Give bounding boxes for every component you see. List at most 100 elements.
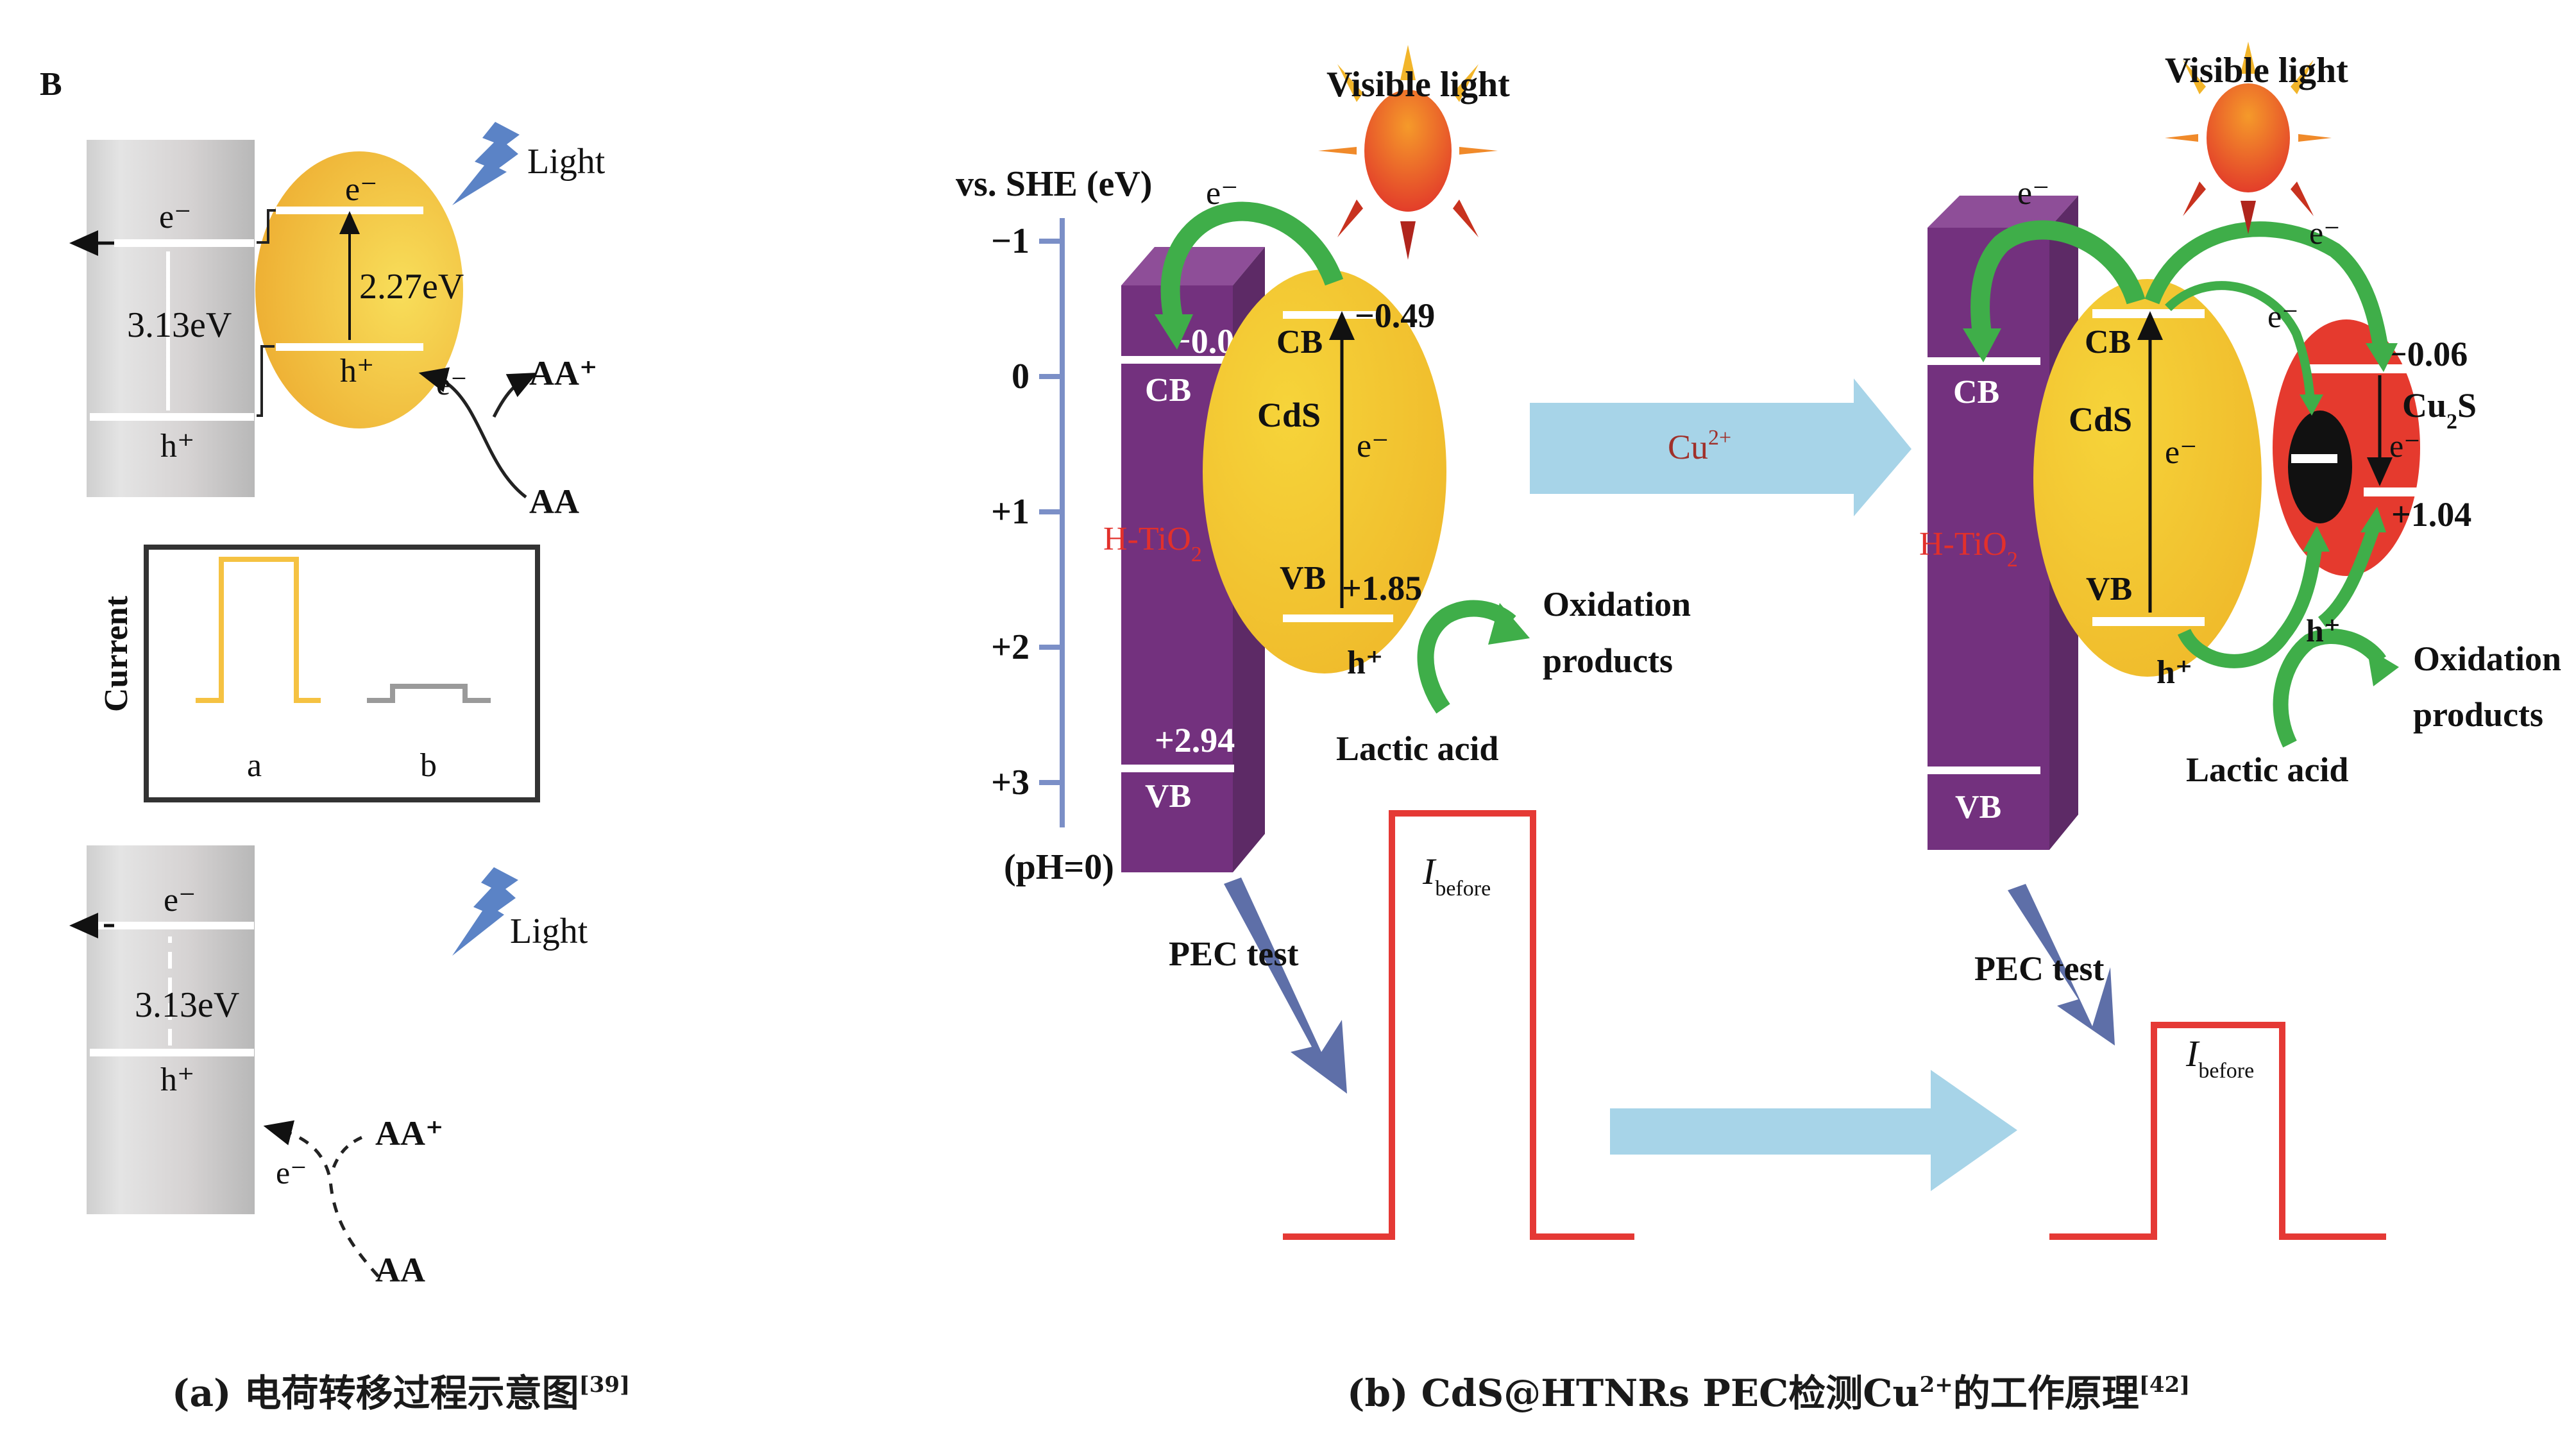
cds-cb-label: CB [1276, 324, 1323, 360]
redox-electron-arrow-dashed [263, 1120, 380, 1278]
curve-a-photocurrent [196, 557, 321, 703]
light-bolt-icon-bottom [452, 867, 518, 956]
cu2s-electron-label: e⁻ [2389, 428, 2421, 464]
cds-particle-after [2033, 279, 2262, 677]
pec-test-label: PEC test [1169, 935, 1298, 973]
tio2-gap-label: 3.13eV [127, 305, 232, 345]
current-trace-before [1283, 810, 1634, 1240]
caption-a: (a) 电荷转移过程示意图[39] [172, 1371, 630, 1415]
curve-a-label: a [247, 747, 262, 784]
cu2s-defect-core [2288, 411, 2352, 523]
tio2-label-main-after: H-TiO [1919, 526, 2007, 563]
pec-test-arrow [1224, 877, 1347, 1094]
tio2-vb-level-after [1928, 767, 2040, 774]
current-plot: Current a b [98, 545, 540, 802]
oxidation-label-line2-after: products [2413, 695, 2543, 734]
cu-addition-arrow[interactable] [1530, 378, 1911, 516]
panel-a: B e⁻ 3.13eV h⁺ e⁻ 2.27eV h⁺ Light e⁻ [40, 66, 630, 1415]
cds-material-label-after: CdS [2069, 400, 2132, 439]
cu2s-hole-label: h⁺ [2306, 613, 2341, 648]
energy-axis-tick-label: 0 [1012, 357, 1030, 396]
energy-axis-footnote: (pH=0) [1004, 847, 1114, 887]
current-trace-after [2049, 1022, 2386, 1240]
cds-hole-label: h⁺ [340, 353, 374, 389]
light-label-bottom: Light [510, 911, 588, 951]
caption-b-text-after: 的工作原理 [1953, 1371, 2139, 1415]
tio2-cb-level [114, 239, 254, 247]
cu2s-label-sub: 2 [2446, 410, 2457, 434]
caption-b-text: (b) CdS@HTNRs PEC检测Cu [1347, 1371, 1920, 1415]
current-after-label: Ibefore [2185, 1033, 2254, 1083]
cu2s-vb-level [2364, 487, 2423, 496]
cds-vb-level [1283, 614, 1393, 622]
cds-vb-level-after [2092, 617, 2205, 626]
panel-b: vs. SHE (eV) −10+1+2+3 (pH=0) CB −0.09 +… [956, 42, 2561, 1415]
lactic-acid-label-after: Lactic acid [2186, 750, 2348, 789]
redox-electron-arrow [418, 367, 527, 498]
hole-transfer-arrow-cu2s [2318, 527, 2380, 627]
cds-particle [255, 151, 463, 428]
oxidation-arrowhead [1488, 603, 1530, 645]
scene-after-cu: CB VB H-TiO2 CB CdS e⁻ VB h⁺ −0.06 Cu2S … [1919, 42, 2561, 1240]
cds-vb-value: +1.85 [1342, 569, 1422, 607]
tio2-hole-label-bare: h⁺ [160, 1062, 194, 1098]
cds-hole-label-after: h⁺ [2157, 654, 2192, 691]
cds-vb-label: VB [1280, 560, 1326, 597]
lactic-acid-oxidation-arrowhead [2367, 648, 2399, 686]
caption-b-ref: [42] [2139, 1372, 2190, 1398]
tio2-block-top [1121, 247, 1265, 285]
cds-cb-value: −0.49 [1355, 296, 1435, 335]
tio2-block-top-after [1928, 196, 2078, 228]
visible-light-label-after: Visible light [2165, 51, 2348, 90]
electron-transfer-arrow-cds-tio2 [1970, 220, 2146, 335]
tio2-label-sub-after: 2 [2007, 548, 2018, 572]
cu-label-main: Cu [1668, 428, 1708, 466]
reduced-species-label-bottom: AA [375, 1251, 425, 1289]
pec-test-label-after: PEC test [1974, 949, 2104, 988]
cds-cb-label-after: CB [2085, 324, 2131, 360]
electron-transfer-arrowhead-cds-cu2s-outer [2366, 343, 2398, 372]
light-label: Light [527, 142, 606, 182]
hole-transfer-arrow-cds [2177, 544, 2323, 668]
sun-icon-after [2165, 42, 2332, 234]
cu-label-sup: 2+ [1708, 426, 1731, 450]
tio2-vb-level [1121, 765, 1234, 772]
tio2-cb-level [1121, 356, 1234, 364]
cds-cb-level [276, 207, 423, 214]
tio2-cb-label: CB [1145, 372, 1191, 409]
energy-axis: vs. SHE (eV) −10+1+2+3 (pH=0) [956, 164, 1152, 887]
current-plot-frame [144, 545, 540, 802]
cu-addition-label: Cu2+ [1668, 426, 1731, 466]
tio2-label-sub: 2 [1191, 543, 1202, 566]
panel-letter: B [40, 66, 62, 103]
caption-a-text: (a) 电荷转移过程示意图 [172, 1371, 579, 1415]
tio2-electron-label-bare: e⁻ [164, 882, 196, 919]
current-subscript-after: before [2198, 1059, 2254, 1083]
electron-transfer-arrow-cds-cu2s-inner [2165, 281, 2315, 402]
cu2s-material-label: Cu2S [2402, 386, 2477, 434]
sun-icon [1318, 45, 1498, 260]
cds-to-tio2-electron-path [257, 209, 276, 244]
tio2-nanorod [87, 140, 255, 497]
tio2-hole-label: h⁺ [160, 428, 194, 464]
tio2-vb-level-bare [90, 1049, 254, 1056]
visible-light-label: Visible light [1326, 65, 1510, 105]
tio2-cb-level-bare [90, 922, 254, 929]
electron-transfer-arrowhead [1155, 314, 1193, 350]
tio2-vb-label-after: VB [1955, 789, 2001, 826]
tio2-material-label-after: H-TiO2 [1919, 526, 2018, 572]
oxidation-label-line1-after: Oxidation [2413, 640, 2561, 678]
energy-axis-tick-label: +3 [991, 763, 1030, 802]
caption-a-ref: [39] [579, 1372, 631, 1398]
cds-cb-level-after [2092, 309, 2205, 318]
current-symbol-after: I [2185, 1033, 2200, 1074]
caption-b-sup: 2+ [1920, 1372, 1953, 1398]
aa-oxidation-branch [492, 373, 538, 418]
redox-electron-label-bottom: e⁻ [276, 1155, 307, 1190]
current-comparison-arrow [1610, 1070, 2017, 1191]
cds-material-label: CdS [1257, 396, 1321, 434]
curve-b-label: b [420, 747, 437, 784]
tio2-to-cds-hole-path [257, 345, 275, 417]
current-subscript: before [1435, 877, 1491, 901]
